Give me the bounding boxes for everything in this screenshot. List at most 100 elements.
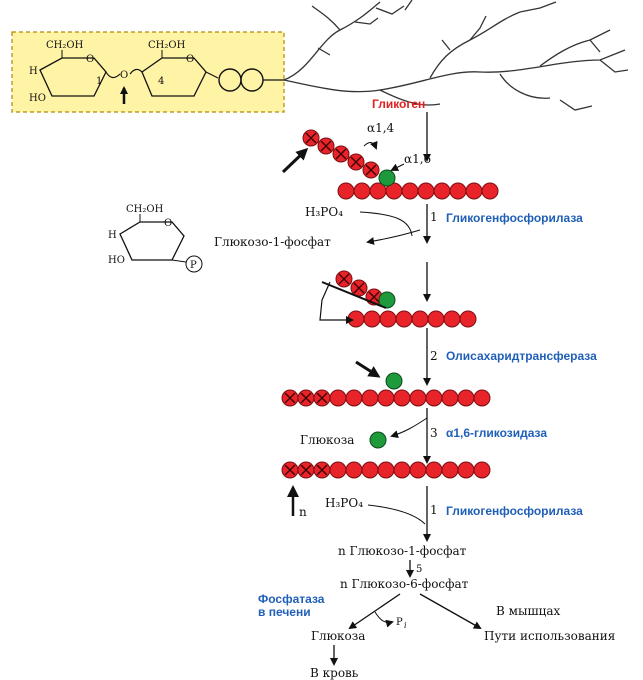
glucose-bead (395, 310, 413, 328)
glucose-1-phosphate-product: Глюкозо-1-фосфат (214, 235, 331, 249)
g1p-ring-o: O (164, 218, 172, 229)
cleavage-mark (353, 282, 365, 294)
glucose-bead (417, 182, 435, 200)
glucose-bead (425, 461, 443, 479)
glucose-bead (441, 461, 459, 479)
h-left: H (29, 66, 38, 77)
glucose-bead (473, 389, 491, 407)
glycogen-label: Гликоген (372, 97, 425, 111)
cleavage-mark (284, 392, 296, 404)
glucose-bead (481, 182, 499, 200)
enzyme-phosphorylase-1: Гликогенфосфорилаза (446, 211, 583, 225)
branch-glucose-green-2 (378, 291, 396, 309)
cleavage-mark (368, 291, 380, 303)
glucose-bead (409, 389, 427, 407)
glucose-bead (457, 389, 475, 407)
alpha-1-6-label: α1,6 (404, 152, 431, 166)
glycogen-tree (283, 0, 629, 111)
h3po4-reagent-1: H₃PO₄ (305, 205, 343, 219)
bead-chain-main-3 (281, 389, 491, 407)
g1p-ho: HO (108, 255, 125, 266)
g6p-n-product: n Глюкозо-6-фосфат (340, 577, 469, 591)
step-4: H₃PO₄ 1 Гликогенфосфорилаза (325, 486, 583, 542)
bead-chain-main-4 (281, 461, 491, 479)
glucose-bead (345, 461, 363, 479)
enzyme-phosphorylase-2: Гликогенфосфорилаза (446, 504, 583, 518)
step-2-number: 2 (430, 349, 438, 363)
glucose-bead (441, 389, 459, 407)
attack-arrow-1 (281, 147, 309, 174)
to-blood-label: В кровь (310, 666, 359, 680)
glucose-bead (363, 310, 381, 328)
cleavage-mark (320, 140, 332, 152)
ho-left: HO (29, 93, 46, 104)
ch2oh-right-label: CH₂OH (148, 40, 186, 51)
cleavage-mark (305, 132, 317, 144)
products: n Глюкозо-1-фосфат 5 n Глюкозо-6-фосфат … (258, 544, 615, 680)
glucose-bead (425, 389, 443, 407)
glucose-bead (393, 389, 411, 407)
enzyme-glucosidase: α1,6-гликозидаза (446, 426, 547, 440)
glucose-bead (427, 310, 445, 328)
pos-4-label: 4 (158, 76, 164, 87)
g1p-ch2oh: CH₂OH (126, 204, 164, 215)
in-muscles-label: В мышцах (496, 604, 561, 618)
glucose-product-3: Глюкоза (300, 433, 354, 447)
glucose-bead (465, 182, 483, 200)
glucose-bead (345, 389, 363, 407)
glucose-bead (379, 310, 397, 328)
branch-glucose-green (378, 169, 396, 187)
glucose-final: Глюкоза (311, 629, 365, 643)
phosphatase-label-2: в печени (258, 605, 311, 619)
bead-branch-2 (335, 270, 383, 306)
n-label: n (299, 505, 307, 519)
usage-paths-label: Пути использования (484, 629, 615, 643)
h3po4-reagent-2: H₃PO₄ (325, 496, 363, 510)
glucose-bead (337, 182, 355, 200)
cleavage-mark (335, 148, 347, 160)
cleavage-mark (300, 392, 312, 404)
cleavage-mark (350, 156, 362, 168)
ring-o-right: O (186, 54, 194, 65)
glucose-bead (401, 182, 419, 200)
ring-o-left: O (86, 54, 94, 65)
g1p-structure: CH₂OH O H HO P (108, 204, 203, 273)
alpha-1-4-label: α1,4 (367, 121, 395, 135)
step-3-number: 3 (430, 426, 438, 440)
step-1-number: 1 (430, 210, 438, 224)
pi-label: P (396, 617, 403, 628)
cleavage-mark (365, 164, 377, 176)
inset-highlight-box (11, 31, 285, 113)
glucose-bead (393, 461, 411, 479)
glucose-bead (329, 461, 347, 479)
glucose-bead (353, 182, 371, 200)
glucose-bead (433, 182, 451, 200)
enzyme-transferase: Олисахаридтрансфераза (446, 349, 597, 363)
glycosidic-o-label: O (120, 70, 128, 81)
glucose-bead (443, 310, 461, 328)
phosphatase-label-1: Фосфатаза (258, 592, 325, 606)
pos-1-label: 1 (96, 76, 102, 87)
stage-debranch (281, 360, 491, 407)
g1p-n-product: n Глюкозо-1-фосфат (338, 544, 467, 558)
pi-subscript: i (404, 621, 407, 630)
cleavage-mark (316, 464, 328, 476)
phosphate-p-label: P (190, 260, 197, 271)
g1p-h: H (108, 230, 117, 241)
glucose-bead (409, 461, 427, 479)
step-1: H₃PO₄ Глюкозо-1-фосфат 1 Гликогенфосфори… (214, 204, 583, 249)
cleavage-mark (338, 273, 350, 285)
phosphate-circle (185, 255, 203, 273)
step-4-number: 1 (430, 503, 438, 517)
attack-arrow-2 (355, 360, 381, 378)
glucose-bead (377, 389, 395, 407)
glucose-bead (457, 461, 475, 479)
glucose-bead (473, 461, 491, 479)
alpha16-glucose-green (385, 372, 403, 390)
glucose-bead (411, 310, 429, 328)
glucose-bead (361, 389, 379, 407)
step-3: Глюкоза 3 α1,6-гликозидаза (300, 408, 547, 464)
stage-limit-branch (319, 270, 477, 328)
free-glucose-green (369, 431, 387, 449)
